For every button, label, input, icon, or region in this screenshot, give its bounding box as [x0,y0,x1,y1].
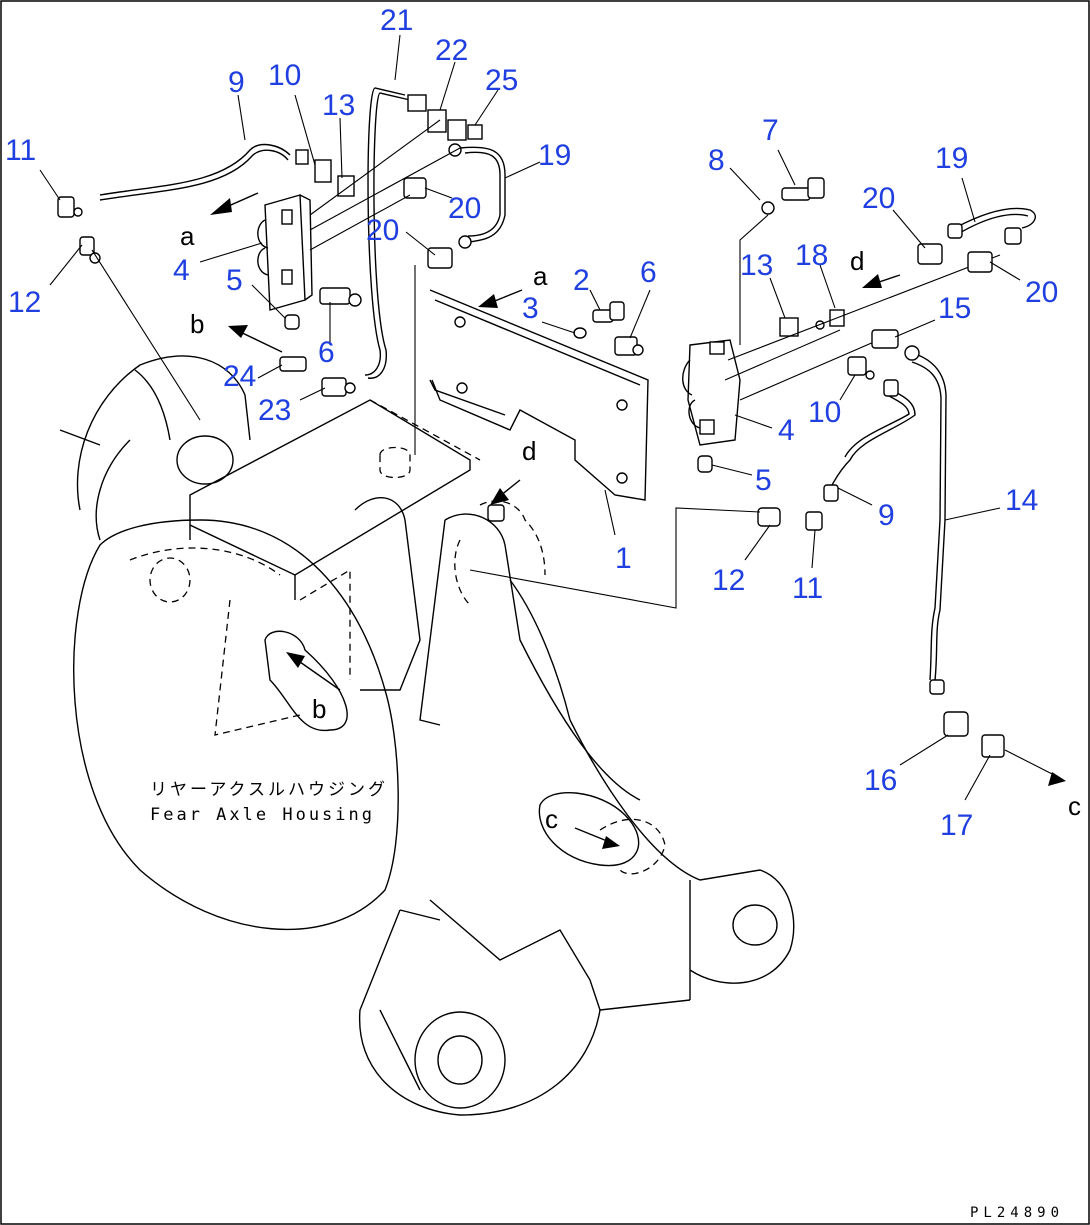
left-grease-assembly [57,87,506,455]
view-letter: d [850,246,864,276]
view-letter: b [312,694,326,724]
callout: 10 [808,396,841,429]
callout: 7 [762,114,779,147]
callout: 14 [1005,484,1038,517]
callout: 4 [778,414,795,447]
rear-axle-housing [59,355,795,1116]
callout: 21 [380,4,413,37]
callout: 6 [640,256,657,289]
callout: 13 [740,249,773,282]
callout: 4 [173,254,190,287]
callout: 19 [538,139,571,172]
view-letter: c [1068,791,1081,821]
callout: 20 [448,192,481,225]
callout: 5 [755,464,772,497]
callout: 24 [223,360,256,393]
callout: 19 [935,142,968,175]
view-letter: a [533,261,548,291]
callout: 22 [435,34,468,67]
bracket-plate [429,289,649,501]
callout-leaders [39,34,1021,801]
callout: 25 [485,64,518,97]
callout: 16 [864,764,897,797]
callout: 20 [1025,276,1058,309]
view-letter: b [190,309,204,339]
callout: 9 [228,66,245,99]
callout-numbers: 21 22 25 9 10 13 11 19 20 20 12 4 5 6 24… [5,4,1058,842]
drawing-code: PL24890 [970,1205,1064,1221]
callout: 11 [792,572,823,605]
callout: 6 [318,336,335,369]
view-letter: c [545,804,558,834]
housing-label-japanese: リヤーアクスルハウジング [150,780,388,800]
callout: 20 [862,182,895,215]
callout: 15 [938,292,971,325]
callout: 12 [712,564,745,597]
callout: 12 [8,286,41,319]
callout: 11 [5,134,36,167]
callout: 8 [708,144,725,177]
right-grease-assembly [286,177,1066,849]
callout: 23 [258,394,291,427]
callout: 9 [878,499,895,532]
callout: 17 [940,809,973,842]
callout: 3 [522,292,539,325]
housing-label-english: Fear Axle Housing [150,805,375,825]
view-letters: a b a d d b c c [180,221,1081,834]
callout: 10 [268,59,301,92]
view-letter: a [180,221,195,251]
callout: 5 [226,264,243,297]
callout: 2 [573,264,590,297]
view-letter: d [522,436,536,466]
callout: 1 [615,542,632,575]
callout: 13 [322,89,355,122]
callout: 20 [366,214,399,247]
callout: 18 [795,239,828,272]
